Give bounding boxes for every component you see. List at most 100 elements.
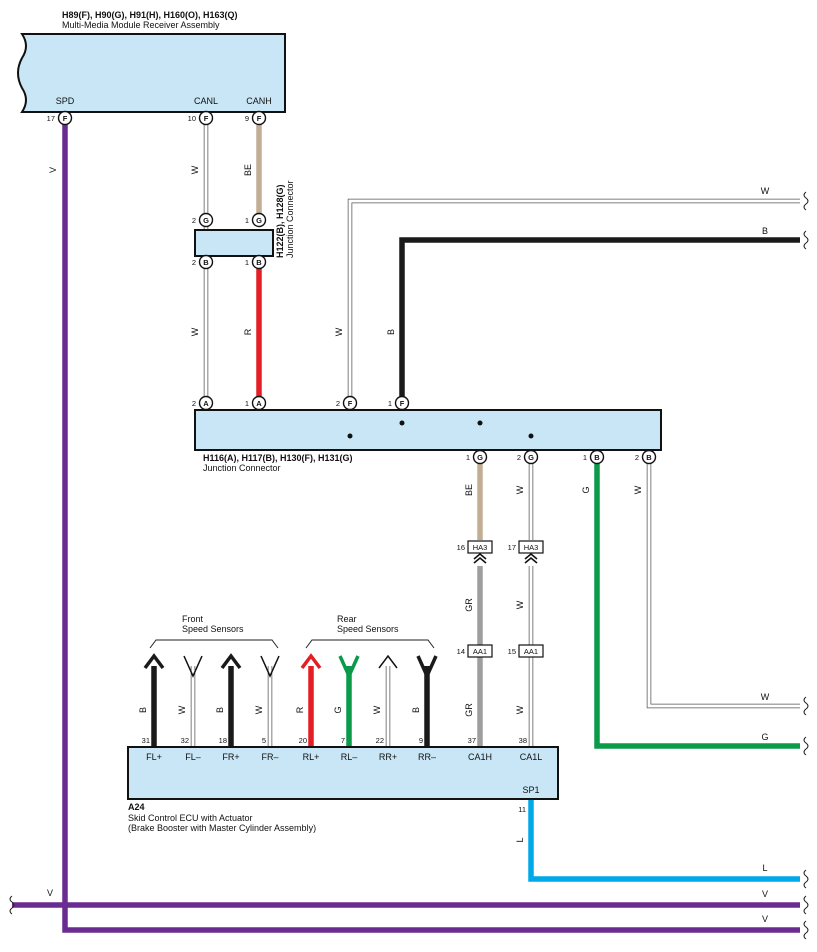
pin-number: 2 [192,258,196,267]
wire-l-sp1 [528,800,800,882]
pin-letter: B [594,453,600,462]
ecu-pin-number: 9 [419,736,423,745]
sensor-wire-color-label: R [295,706,305,713]
wire-v-spd [62,120,800,933]
pin-letter: B [646,453,652,462]
pin-label: SPD [56,96,75,106]
pin-circle [641,449,657,465]
jc2-title: H116(A), H117(B), H130(F), H131(G) [203,453,353,463]
pin-circle [198,110,214,126]
pin-letter: A [203,399,209,408]
wire-color-label: L [515,837,525,842]
wire-color-label: BE [243,164,253,176]
ecu-pin-number: 31 [142,736,150,745]
wire-color-label: W [633,485,643,494]
ecu-pin-number: 11 [518,805,526,814]
connector-tag-box [518,644,544,658]
connector-tag-code: AA1 [473,647,487,656]
pin-number: 17 [47,114,55,123]
wire-b-top [399,237,800,402]
wire-color-label: V [47,888,53,898]
pin-number: 1 [245,216,249,225]
front-group-line1: Front [182,614,204,624]
pin-letter: F [63,114,68,123]
connector-tag-number: 14 [457,647,465,656]
wire-color-label: R [243,328,253,335]
wire-color-label: W [190,165,200,174]
pin-circle [251,110,267,126]
wire-break-mark [803,696,809,716]
wire-break-mark [803,736,809,756]
ecu-pin-label: CA1H [468,752,492,762]
wire-break-mark [803,230,809,250]
pin-label: CANH [246,96,272,106]
pin-number: 2 [192,216,196,225]
wire-w-b2 [647,464,800,708]
pin-letter: F [204,114,209,123]
pin-circle [251,212,267,228]
jc2-box [194,409,662,451]
ecu-pin-label: RL– [341,752,358,762]
pin-number: 2 [192,399,196,408]
pin-number: 1 [583,453,587,462]
pin-letter: F [257,114,262,123]
pin-circle [198,395,214,411]
mmm-subtitle: Multi-Media Module Receiver Assembly [62,20,220,30]
sensor-wire-color-label: W [254,705,264,714]
sensor-wire-color-label: B [215,707,225,713]
jc1-title: H122(B), H128(G) [275,184,285,258]
ecu-pin-number: 20 [299,736,307,745]
junction-dot [477,420,483,426]
wire-color-label: BE [464,484,474,496]
ecu-pin-label: RR– [418,752,436,762]
jc1-subtitle: Junction Connector [285,180,295,258]
connector-chevron [524,552,538,564]
mmm-title: H89(F), H90(G), H91(H), H160(O), H163(Q) [62,10,238,20]
pin-number: 1 [388,399,392,408]
pin-letter: F [400,399,405,408]
pin-letter: G [528,453,534,462]
jc2-subtitle: Junction Connector [203,463,281,473]
mmm-box [17,33,286,113]
wire-color-label: V [762,889,768,899]
ecu-pin-label: FL+ [146,752,162,762]
ecu-pin-label: FL– [185,752,201,762]
connector-tag-number: 16 [457,543,465,552]
wire-color-label: GR [464,703,474,717]
ecu-pin-label: RR+ [379,752,397,762]
sensor-wire-color-label: G [333,706,343,713]
wire-color-label: B [386,329,396,335]
connector-tag-box [467,644,493,658]
pin-circle [342,395,358,411]
pin-circle [57,110,73,126]
ecu-pin-label: FR+ [222,752,239,762]
pin-letter: B [203,258,209,267]
pin-circle [472,449,488,465]
sensor-arrow-up [300,653,322,670]
sensor-wire-color-label: W [177,705,187,714]
wire-color-label: W [515,600,525,609]
rear-group-bracket [305,639,435,649]
wire-break-mark [9,895,15,915]
connector-tag-number: 15 [508,647,516,656]
pin-number: 10 [188,114,196,123]
front-group-line2: Speed Sensors [182,624,244,634]
wire-color-label: W [515,705,525,714]
pin-letter: G [256,216,262,225]
ecu-pin-number: 38 [519,736,527,745]
pin-number: 2 [635,453,639,462]
pin-label: CANL [194,96,218,106]
wire-w-top-outline [347,198,800,402]
wire-color-label: W [190,327,200,336]
rear-group-line1: Rear [337,614,357,624]
wire-g-b1 [594,464,800,749]
wire-color-label: V [762,914,768,924]
wire-break-mark [803,920,809,940]
pin-letter: B [256,258,262,267]
wire-w-top [348,199,800,402]
wire-color-label: V [48,167,58,173]
ecu-pin-label: CA1L [520,752,543,762]
pin-letter: F [348,399,353,408]
pin-circle [394,395,410,411]
